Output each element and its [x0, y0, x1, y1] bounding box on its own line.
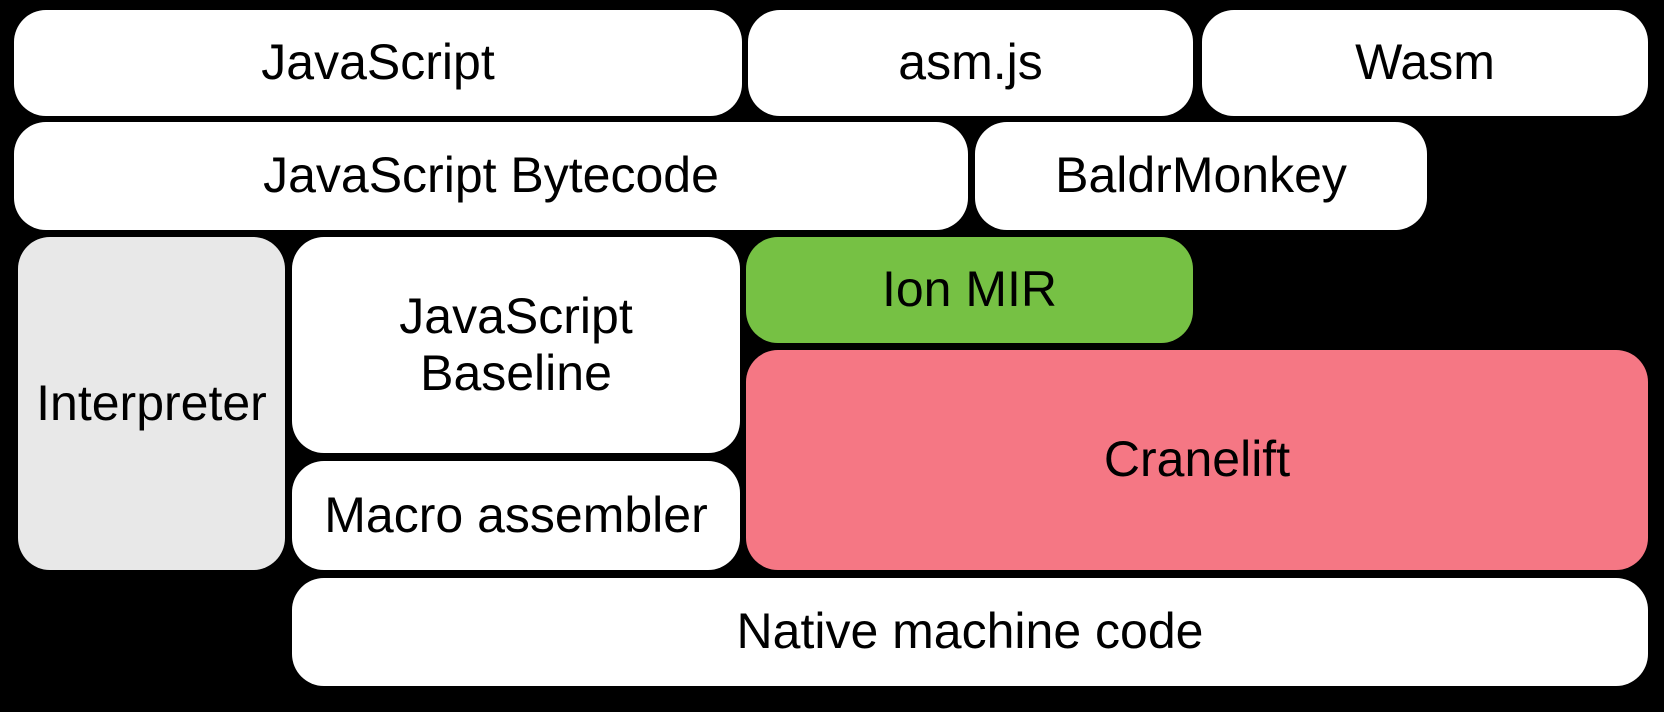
- node-javascript-bytecode: JavaScript Bytecode: [14, 122, 968, 230]
- node-label: JavaScript: [261, 34, 495, 91]
- node-label: Wasm: [1355, 34, 1495, 91]
- node-asm-js: asm.js: [748, 10, 1193, 116]
- node-ion-mir: Ion MIR: [746, 237, 1193, 343]
- node-label: Cranelift: [1103, 431, 1291, 488]
- node-label: Interpreter: [36, 374, 267, 431]
- node-macro-assembler: Macro assembler: [292, 461, 740, 570]
- node-label: asm.js: [898, 34, 1043, 91]
- node-javascript-baseline: JavaScript Baseline: [292, 237, 740, 453]
- node-interpreter: Interpreter: [18, 237, 285, 570]
- node-wasm: Wasm: [1202, 10, 1648, 116]
- node-label: JavaScript Baseline: [399, 287, 633, 402]
- node-native-machine-code: Native machine code: [292, 578, 1648, 686]
- node-label: JavaScript Bytecode: [263, 147, 719, 204]
- node-label: BaldrMonkey: [1055, 147, 1347, 204]
- node-cranelift: Cranelift: [746, 350, 1648, 570]
- node-label: Macro assembler: [324, 486, 708, 543]
- node-label: Ion MIR: [881, 261, 1058, 318]
- node-javascript: JavaScript: [14, 10, 742, 116]
- node-baldrmonkey: BaldrMonkey: [975, 122, 1427, 230]
- node-label: Native machine code: [736, 603, 1204, 660]
